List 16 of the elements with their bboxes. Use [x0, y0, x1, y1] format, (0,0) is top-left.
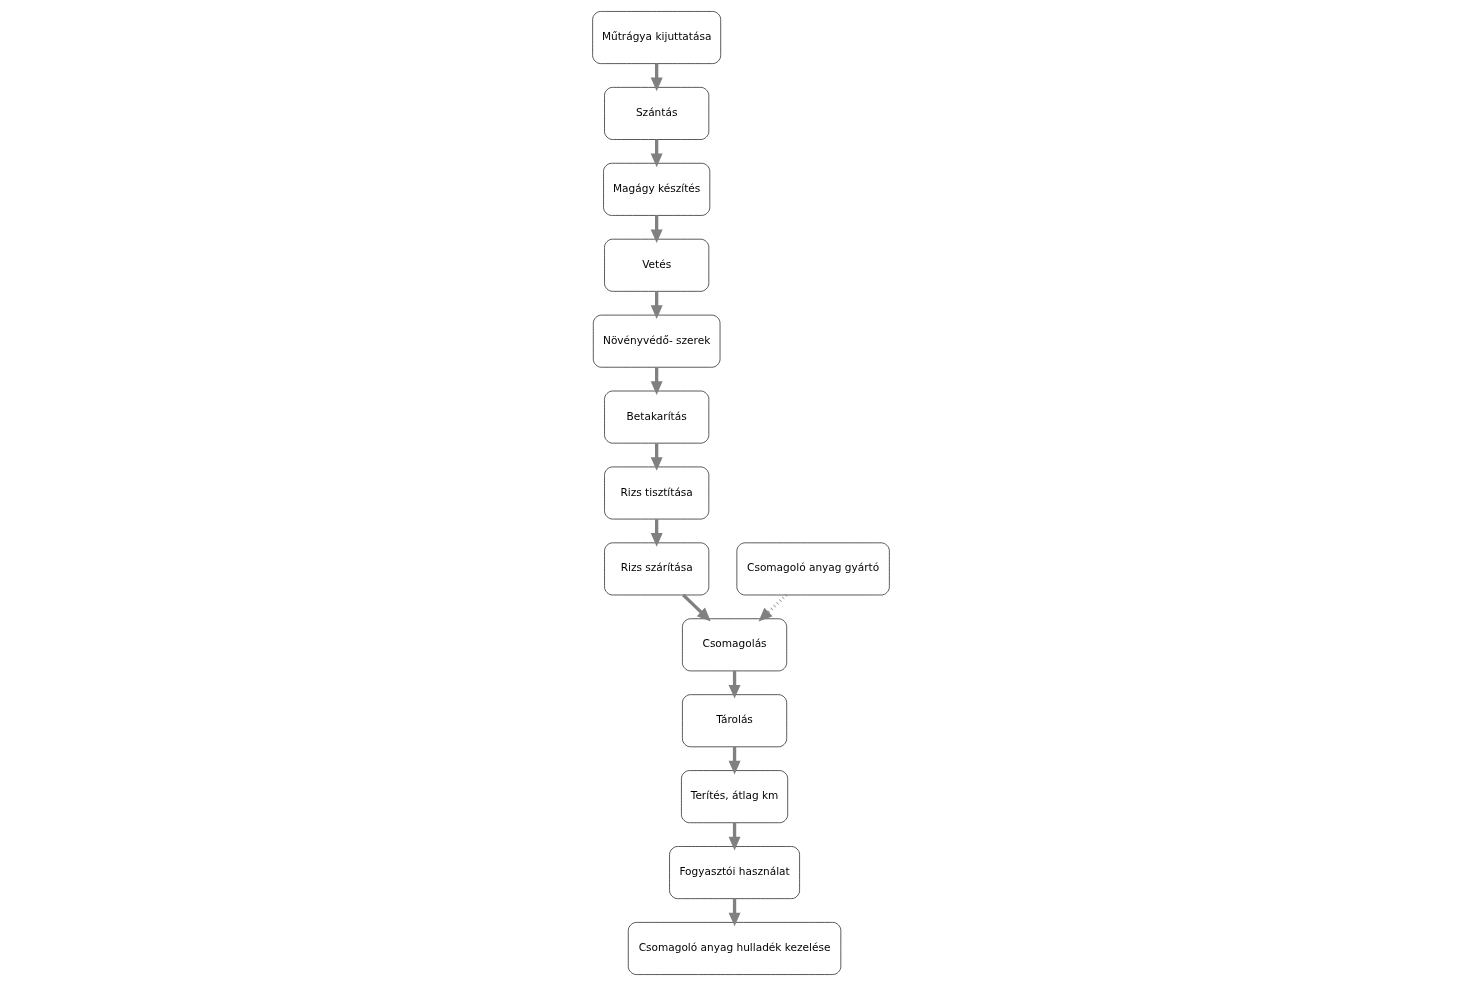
node-box: Növényvédő- szerek	[592, 314, 720, 368]
node-box: Betakarítás	[603, 390, 709, 444]
arrow	[758, 593, 787, 622]
node-box: Terítés, átlag km	[680, 770, 788, 824]
node-box: Fogyasztói használat	[668, 846, 800, 899]
node-box: Rizs tisztítása	[603, 466, 709, 520]
arrow	[681, 593, 711, 622]
node-box: Csomagoló anyag hulladék kezelése	[627, 922, 841, 975]
node-box: Rizs szárítása	[603, 542, 709, 596]
node-box: Magágy készítés	[602, 162, 710, 216]
node-box: Csomagolás	[681, 618, 787, 672]
node-box: Műtrágya kijuttatása	[591, 11, 721, 64]
node-box: Szántás	[603, 87, 709, 140]
node-box: Tárolás	[681, 694, 787, 748]
node-box: Vetés	[603, 238, 709, 292]
node-box: Csomagoló anyag gyártó	[736, 542, 890, 596]
